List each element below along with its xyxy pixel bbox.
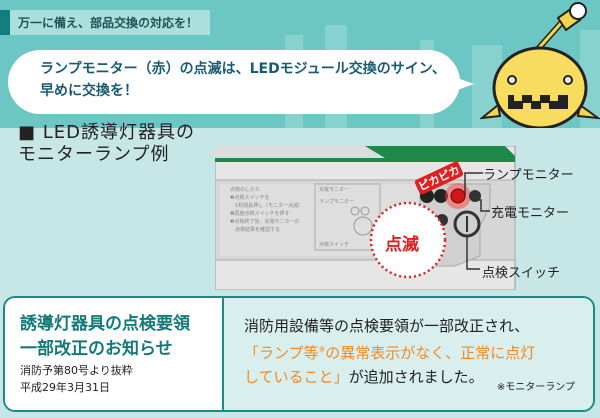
- highlight-text: 「ランプ等: [244, 344, 319, 362]
- header-text: 万一に備え、部品交換の対応を！: [18, 16, 199, 30]
- callout-check-switch: 点検スイッチ: [482, 266, 561, 281]
- notice-body: 消防用設備等の点検要領が一部改正され、 「ランプ等※の異常表示がなく、正常に点灯…: [224, 298, 593, 410]
- section-title-line: ■ LED誘導灯器具の: [18, 122, 195, 143]
- blink-label: 点滅: [385, 235, 419, 255]
- header-label: 万一に備え、部品交換の対応を！: [0, 10, 210, 35]
- bubble-line: 早めに交換を！: [40, 83, 138, 99]
- building: [580, 30, 600, 128]
- callout-charge-monitor: 充電モニター: [491, 206, 570, 221]
- mini-label: 充電モニター: [319, 187, 350, 193]
- section-title: ■ LED誘導灯器具の モニターランプ例: [18, 122, 195, 166]
- notice-body-line: 消防用設備等の点検要領が一部改正され、: [244, 317, 530, 335]
- notice-title: 誘導灯器具の点検要領: [20, 314, 190, 334]
- notice-box: 誘導灯器具の点検要領 一部改正のお知らせ 消防予第80号より抜粋 平成29年3月…: [3, 296, 595, 412]
- led-exit-light-illustration: 点検のしかた ❶点検スイッチを 1秒間長押し（モニター点滅） ❷再度点検スイッチ…: [215, 146, 520, 290]
- notice-body-text: が追加されました。: [348, 368, 484, 386]
- callout-lamp-monitor: ランプモニター: [483, 168, 574, 183]
- notice-title-panel: 誘導灯器具の点検要領 一部改正のお知らせ 消防予第80号より抜粋 平成29年3月…: [5, 298, 224, 410]
- banner: 万一に備え、部品交換の対応を！ ランプモニター（赤）の点滅は、LEDモジュール交…: [0, 0, 600, 128]
- footnote-mark: ※: [318, 345, 326, 354]
- instruction-panel: 点検のしかた ❶点検スイッチを 1秒間長押し（モニター点滅） ❷再度点検スイッチ…: [230, 186, 303, 234]
- bubble-line: ランプモニター（赤）の点滅は、LEDモジュール交換のサイン、: [40, 61, 446, 77]
- section-title-line: モニターランプ例: [18, 144, 170, 165]
- highlight-text: の異常表示がなく、正常に点灯: [325, 344, 536, 362]
- panel-step: 1秒間長押し（モニター点滅）: [230, 203, 304, 209]
- panel-title: 点検のしかた: [230, 187, 261, 193]
- highlight-text: していること」: [244, 368, 349, 386]
- notice-source: 消防予第80号より抜粋: [20, 364, 133, 377]
- device-body: [215, 146, 516, 290]
- panel-step: ❶点検スイッチを: [230, 195, 270, 201]
- panel-step: 点検結果を確認する: [230, 227, 281, 233]
- mini-label: ランプモニター: [319, 199, 354, 205]
- panel-step: ❷再度点検スイッチを押す: [230, 211, 290, 217]
- notice-title: 一部改正のお知らせ: [20, 339, 173, 359]
- notice-date: 平成29年3月31日: [20, 381, 110, 394]
- mascot-icon: [480, 2, 600, 128]
- footnote: ※モニターランプ: [496, 382, 575, 393]
- panel-step: ❸点検終了後、充電モニターの: [230, 219, 300, 225]
- mini-label: 点検スイッチ: [319, 242, 350, 248]
- speech-bubble: ランプモニター（赤）の点滅は、LEDモジュール交換のサイン、 早めに交換を！: [8, 50, 474, 114]
